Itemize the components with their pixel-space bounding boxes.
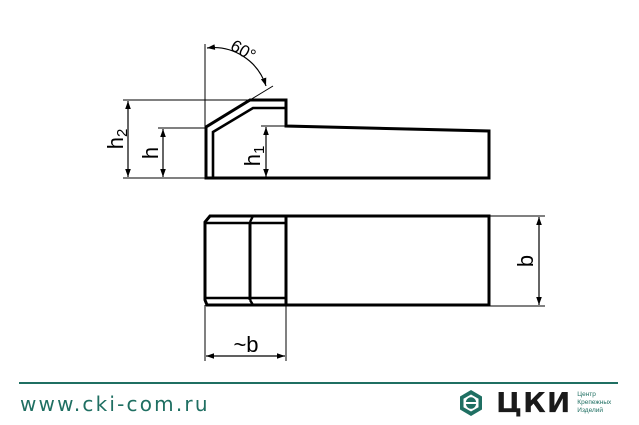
dimension-b-label: b — [513, 255, 538, 267]
angle-label: 60° — [227, 36, 259, 65]
company-logo: ЦКИ Центр Крепежных Изделий — [458, 387, 611, 419]
dimension-h1-label: h1 — [240, 146, 268, 167]
side-view-inner-contour — [211, 106, 286, 178]
footer-divider — [19, 382, 618, 384]
logo-wordmark: ЦКИ — [496, 386, 572, 419]
website-link[interactable]: www.cki-com.ru — [20, 392, 210, 416]
plan-view — [203, 214, 491, 307]
logo-subtitle-line: Центр — [577, 391, 596, 398]
side-view-extension-lines — [123, 44, 286, 179]
dimension-approx-b-label: ~b — [233, 332, 258, 357]
side-view — [204, 98, 491, 180]
angle-arc — [206, 44, 267, 87]
logo-subtitle-line: Изделий — [577, 407, 604, 414]
side-view-outer-contour — [204, 98, 491, 180]
hexagon-logo-icon — [460, 390, 482, 416]
dimension-approx-b-extension — [204, 305, 287, 361]
logo-subtitle: Центр Крепежных Изделий — [577, 391, 611, 415]
dimension-b-extension — [489, 215, 545, 307]
dimension-h2-label: h2 — [103, 129, 131, 150]
logo-subtitle-line: Крепежных — [577, 399, 612, 406]
dimension-h-label: h — [138, 147, 163, 159]
technical-drawing: 60° h2 h h1 b ~b — [103, 36, 545, 361]
plan-view-outer-contour — [203, 214, 491, 307]
